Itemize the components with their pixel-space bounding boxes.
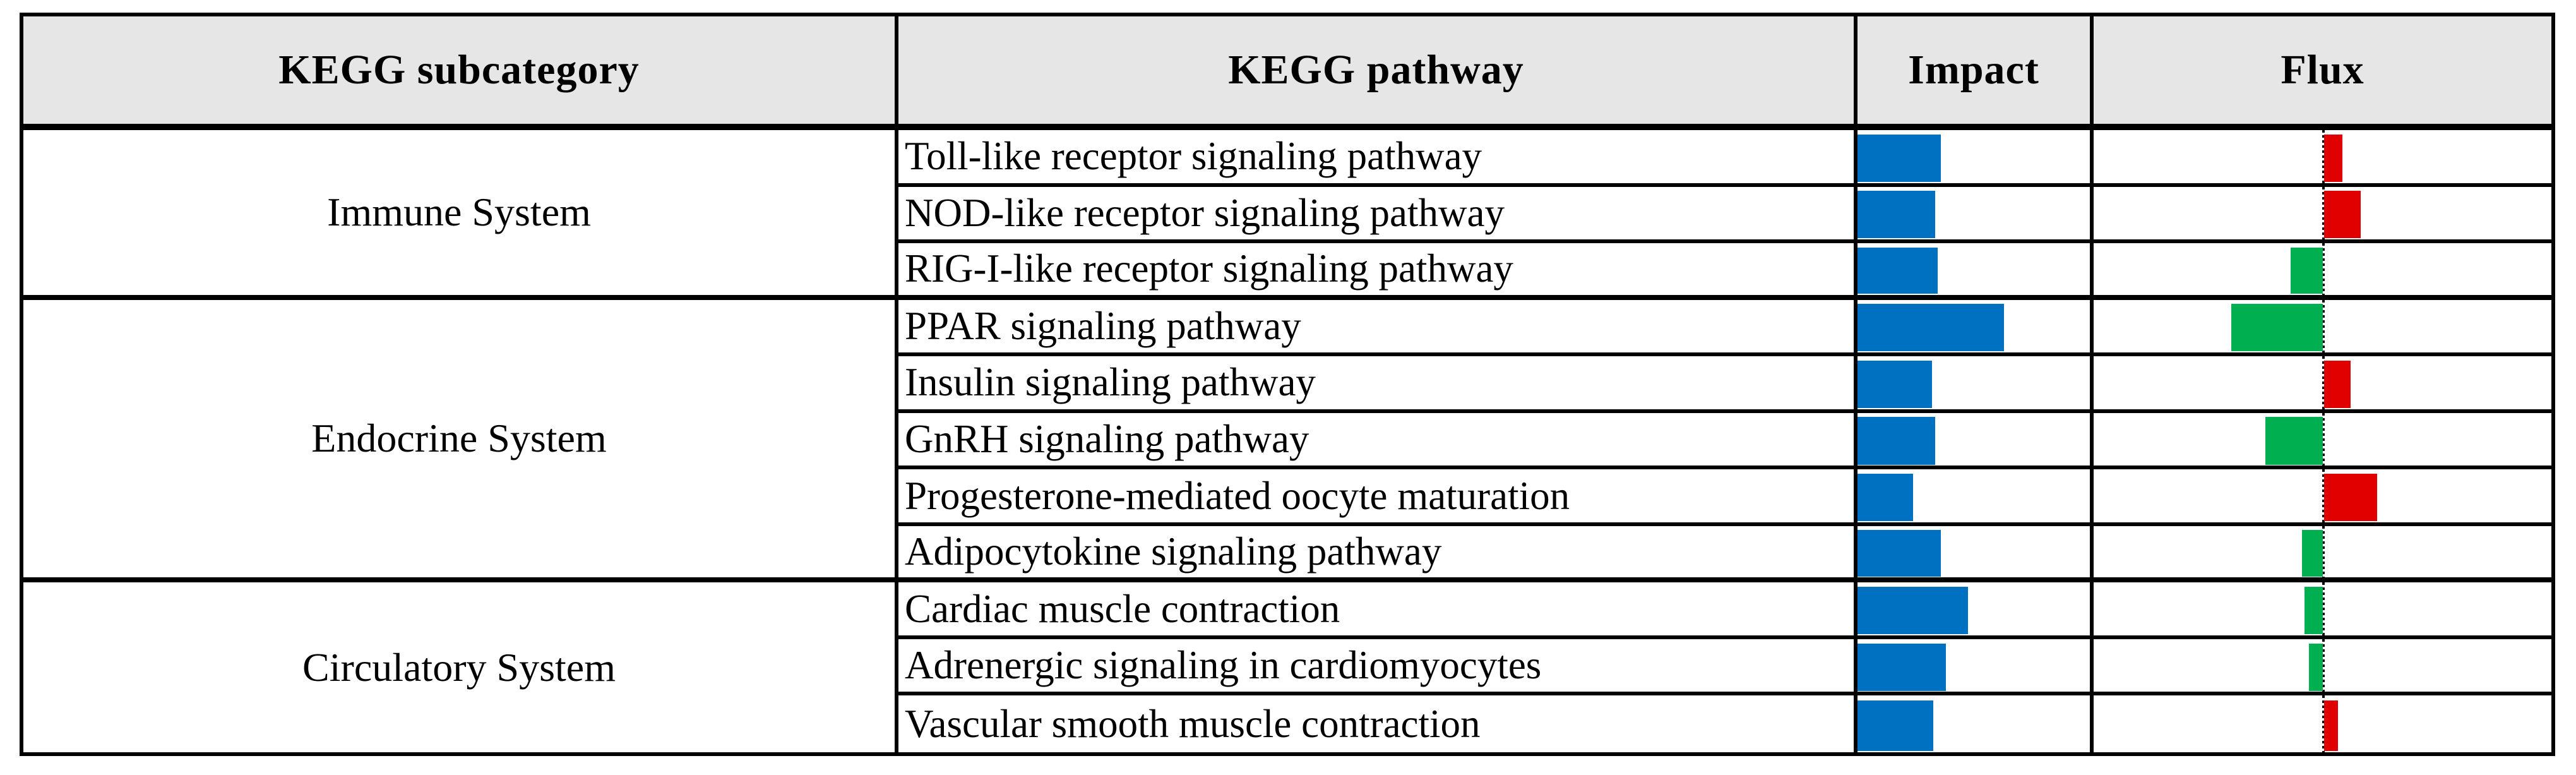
flux-bar — [2324, 134, 2343, 182]
flux-zero-axis — [2322, 639, 2325, 692]
flux-zero-axis — [2322, 469, 2325, 522]
impact-cell — [1857, 695, 2094, 752]
pathway-label: Toll-like receptor signaling pathway — [898, 130, 1857, 187]
flux-zero-axis — [2322, 412, 2325, 466]
flux-cell — [2094, 695, 2551, 752]
pathway-label: Adipocytokine signaling pathway — [898, 526, 1857, 583]
flux-cell — [2094, 356, 2551, 413]
flux-zero-axis — [2322, 243, 2325, 295]
flux-zero-axis — [2322, 582, 2325, 635]
flux-zero-axis — [2322, 186, 2325, 240]
flux-zero-axis — [2322, 695, 2325, 752]
impact-cell — [1857, 526, 2094, 583]
flux-zero-axis — [2322, 299, 2325, 353]
impact-bar — [1857, 587, 1968, 635]
impact-bar — [1857, 700, 1933, 752]
flux-cell — [2094, 186, 2551, 244]
flux-zero-axis — [2322, 130, 2325, 183]
flux-cell — [2094, 526, 2551, 583]
pathway-label: PPAR signaling pathway — [898, 299, 1857, 357]
pathway-label: GnRH signaling pathway — [898, 412, 1857, 470]
impact-cell — [1857, 582, 2094, 639]
flux-bar — [2265, 417, 2323, 465]
pathway-label: Insulin signaling pathway — [898, 356, 1857, 413]
flux-bar — [2308, 643, 2323, 691]
pathway-label: Adrenergic signaling in cardiomyocytes — [898, 639, 1857, 696]
flux-cell — [2094, 469, 2551, 526]
header-kegg-subcategory: KEGG subcategory — [23, 16, 898, 130]
impact-bar — [1857, 643, 1946, 691]
impact-bar — [1857, 417, 1936, 465]
subcategory-circulatory-system: Circulatory System — [23, 582, 898, 752]
impact-cell — [1857, 299, 2094, 357]
impact-bar — [1857, 360, 1932, 409]
pathway-label: RIG-I-like receptor signaling pathway — [898, 243, 1857, 300]
impact-cell — [1857, 469, 2094, 526]
pathway-label: Vascular smooth muscle contraction — [898, 695, 1857, 752]
impact-cell — [1857, 243, 2094, 300]
impact-bar — [1857, 473, 1914, 522]
impact-bar — [1857, 134, 1941, 182]
header-impact: Impact — [1857, 16, 2094, 130]
impact-bar — [1857, 191, 1936, 239]
pathway-label: Progesterone-mediated oocyte maturation — [898, 469, 1857, 526]
flux-cell — [2094, 412, 2551, 470]
impact-cell — [1857, 356, 2094, 413]
kegg-pathway-table: KEGG subcategory KEGG pathway Impact Flu… — [20, 13, 2555, 756]
subcategory-endocrine-system: Endocrine System — [23, 299, 898, 583]
flux-bar — [2324, 700, 2339, 752]
pathway-label: NOD-like receptor signaling pathway — [898, 186, 1857, 244]
flux-cell — [2094, 639, 2551, 696]
flux-bar — [2231, 304, 2323, 352]
impact-cell — [1857, 130, 2094, 187]
flux-bar — [2301, 530, 2323, 577]
header-kegg-pathway: KEGG pathway — [898, 16, 1857, 130]
flux-bar — [2324, 191, 2361, 239]
flux-bar — [2304, 587, 2323, 635]
impact-bar — [1857, 304, 2004, 352]
impact-bar — [1857, 530, 1941, 577]
flux-bar — [2324, 473, 2377, 522]
pathway-label: Cardiac muscle contraction — [898, 582, 1857, 639]
flux-cell — [2094, 299, 2551, 357]
flux-cell — [2094, 582, 2551, 639]
flux-zero-axis — [2322, 526, 2325, 578]
flux-bar — [2290, 247, 2323, 294]
impact-cell — [1857, 186, 2094, 244]
impact-bar — [1857, 247, 1938, 294]
flux-cell — [2094, 243, 2551, 300]
header-flux: Flux — [2094, 16, 2551, 130]
impact-cell — [1857, 412, 2094, 470]
impact-cell — [1857, 639, 2094, 696]
flux-bar — [2324, 360, 2351, 409]
flux-cell — [2094, 130, 2551, 187]
subcategory-immune-system: Immune System — [23, 130, 898, 300]
flux-zero-axis — [2322, 356, 2325, 409]
